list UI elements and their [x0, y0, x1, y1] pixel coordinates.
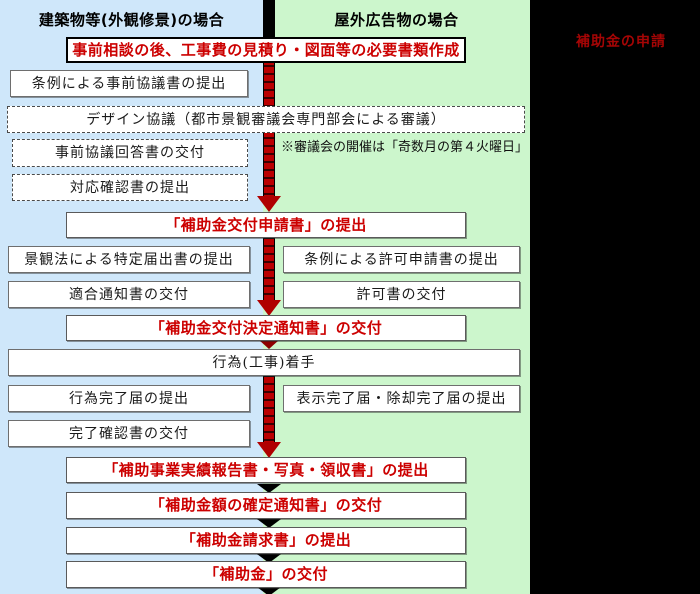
black-arrow-down-icon-1 — [257, 484, 281, 493]
flow-step-grant-application: 「補助金交付申請書」の提出 — [66, 212, 466, 238]
arrow-ladder-segment-2 — [263, 238, 275, 302]
black-arrow-down-icon-3 — [257, 554, 281, 563]
flow-step-conformity-notice: 適合通知書の交付 — [8, 281, 250, 308]
flow-step-display-completion-report: 表示完了届・除却完了届の提出 — [283, 385, 520, 412]
flow-step-prior-consultation: 条例による事前協議書の提出 — [10, 70, 248, 97]
flow-step-completion-confirmation: 完了確認書の交付 — [8, 420, 250, 447]
arrow-down-icon-1 — [257, 196, 281, 212]
flow-step-design-council: デザイン協議（都市景観審議会専門部会による審議） — [7, 106, 525, 133]
flow-step-prepare-documents: 事前相談の後、工事費の見積り・図面等の必要書類作成 — [66, 37, 466, 63]
left-column-header: 建築物等(外観修景)の場合 — [38, 11, 225, 29]
arrow-down-icon-2 — [257, 300, 281, 316]
sidebar-title: 補助金の申請 — [576, 34, 666, 50]
flow-step-work-completion-report: 行為完了届の提出 — [8, 385, 250, 412]
council-schedule-note: ※審議会の開催は「奇数月の第４火曜日」 — [281, 140, 529, 155]
top-divider-bar — [263, 0, 275, 40]
arrow-ladder-segment-3 — [263, 376, 275, 443]
flow-step-consultation-reply: 事前協議回答書の交付 — [12, 139, 248, 167]
flow-step-grant-invoice: 「補助金請求書」の提出 — [66, 527, 466, 554]
flow-step-permit-application: 条例による許可申請書の提出 — [283, 246, 520, 273]
flow-step-amount-determination-notice: 「補助金額の確定通知書」の交付 — [66, 492, 466, 519]
flow-step-permit-issue: 許可書の交付 — [283, 281, 520, 308]
flow-step-response-confirmation: 対応確認書の提出 — [12, 174, 248, 201]
right-black-panel — [530, 0, 700, 594]
right-column-header: 屋外広告物の場合 — [334, 11, 459, 29]
flow-step-grant-payment: 「補助金」の交付 — [66, 561, 466, 588]
black-arrow-down-icon-2 — [257, 519, 281, 528]
flow-step-work-start: 行為(工事)着手 — [8, 349, 520, 376]
mini-arrow-down-icon — [259, 340, 279, 349]
arrow-down-icon-3 — [257, 442, 281, 458]
black-arrow-down-icon-4 — [257, 587, 281, 594]
flow-step-landscape-notification: 景観法による特定届出書の提出 — [8, 246, 250, 273]
flow-step-grant-decision-notice: 「補助金交付決定通知書」の交付 — [66, 315, 466, 341]
flow-step-performance-report: 「補助事業実績報告書・写真・領収書」の提出 — [66, 457, 466, 483]
